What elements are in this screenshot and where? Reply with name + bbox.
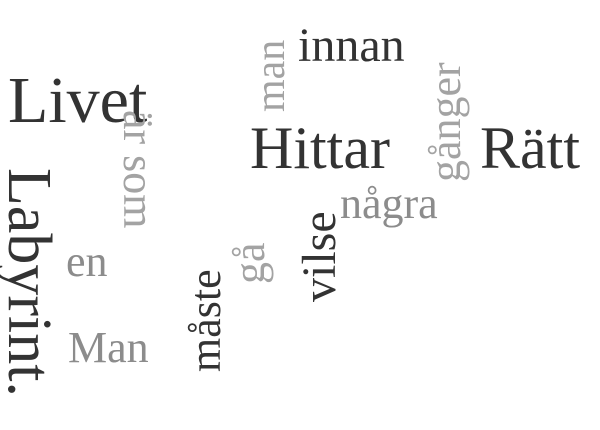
word-innan: innan — [298, 19, 405, 72]
word-vilse: vilse — [293, 211, 346, 302]
word-en: en — [66, 237, 108, 286]
word-labyrint: Labyrint. — [0, 168, 63, 397]
word-hittar: Hittar — [250, 115, 390, 181]
word-nagra: några — [340, 179, 438, 228]
word-man-capital: Man — [68, 323, 149, 372]
word-ar-som: är som — [114, 110, 163, 229]
word-maste: måste — [181, 269, 230, 372]
word-ganger: gånger — [421, 62, 470, 182]
word-ga: gå — [225, 242, 274, 284]
word-ratt: Rätt — [480, 115, 580, 181]
word-livet: Livet — [8, 64, 148, 137]
word-man: man — [248, 39, 294, 112]
